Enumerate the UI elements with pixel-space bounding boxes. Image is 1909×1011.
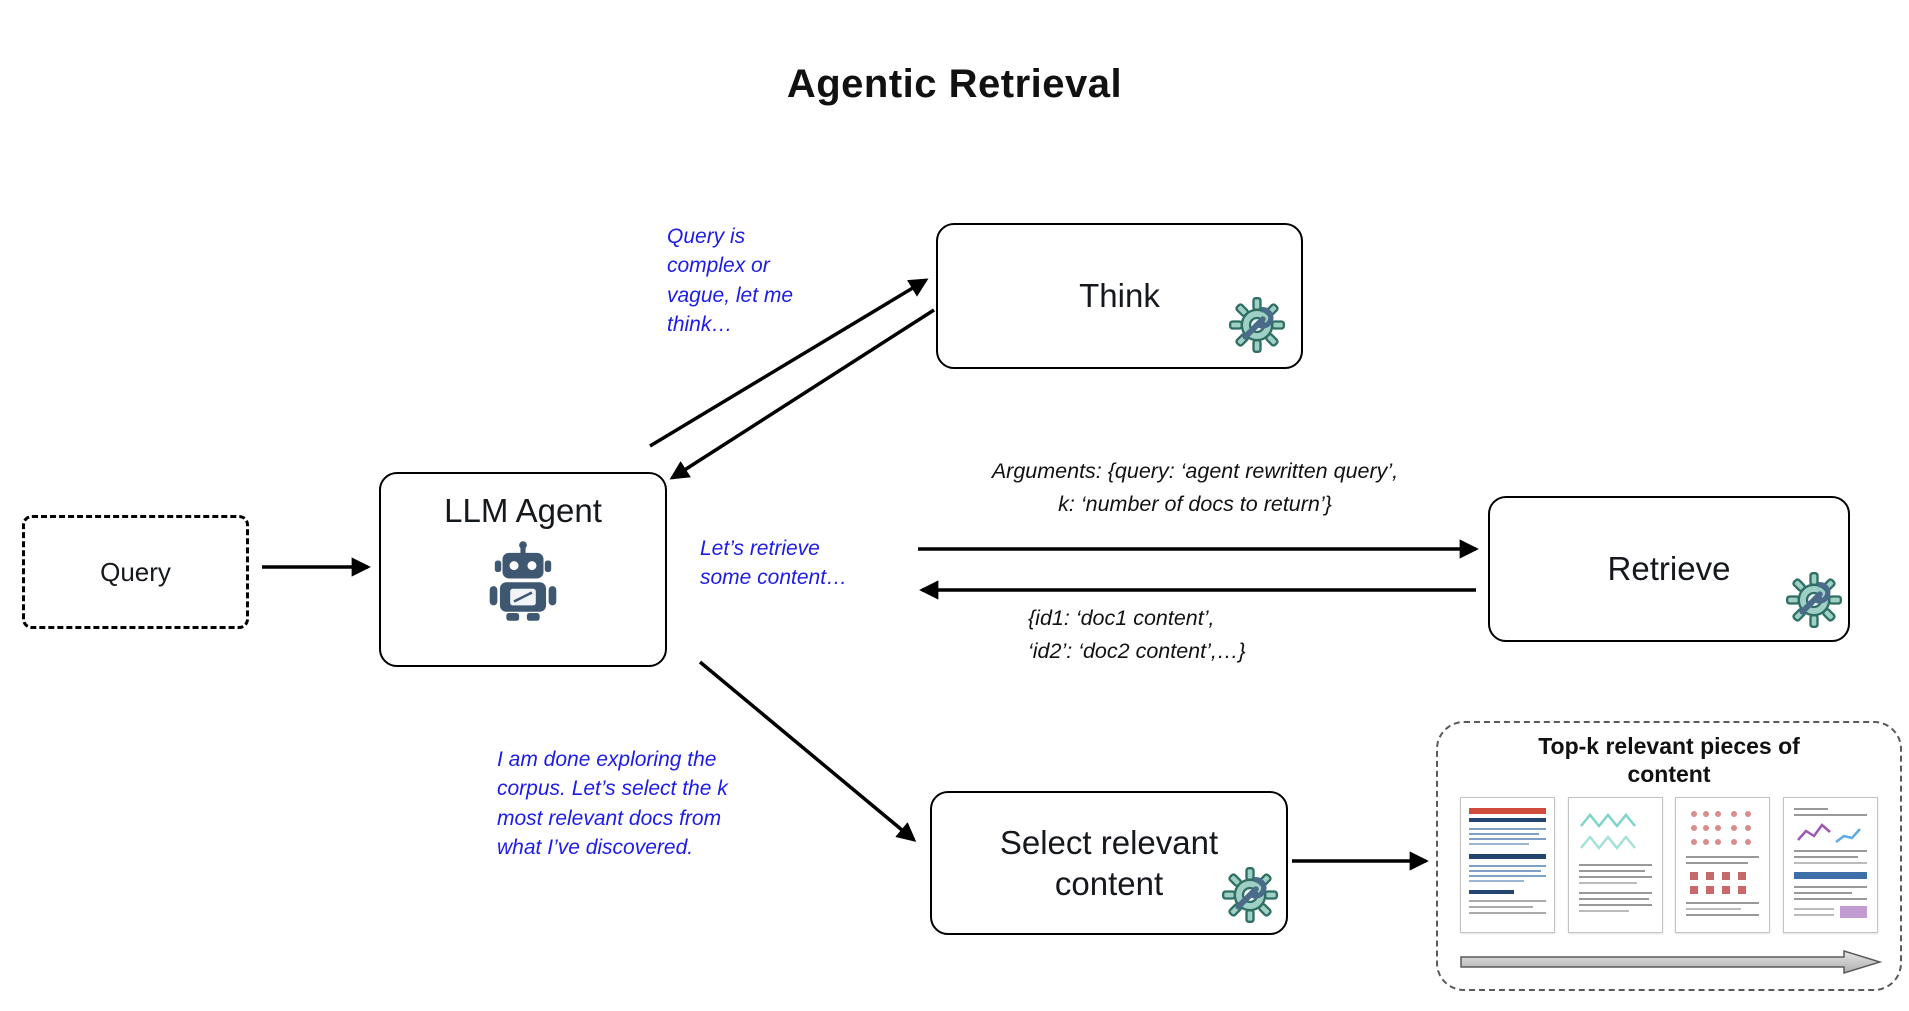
select-note: I am done exploring the corpus. Let’s se… — [497, 748, 728, 860]
document-thumbnails — [1460, 797, 1878, 933]
select-label: Select relevant content — [999, 823, 1219, 902]
node-retrieve: Retrieve — [1488, 496, 1850, 642]
retrieve-arguments-annotation: Arguments: {query: ‘agent rewritten quer… — [991, 459, 1399, 517]
document-thumbnail — [1460, 797, 1555, 933]
node-think: Think — [936, 223, 1303, 369]
topk-title: Top-k relevant pieces of content — [1538, 733, 1800, 787]
think-label: Think — [1079, 277, 1160, 315]
think-note: Query is complex or vague, let me think… — [667, 225, 794, 337]
node-llm-agent: LLM Agent — [379, 472, 667, 667]
retrieve-note: Let’s retrieve some content… — [700, 537, 848, 590]
topk-result-panel: Top-k relevant pieces of content — [1436, 721, 1902, 991]
diagram-title: Agentic Retrieval — [786, 62, 1123, 106]
robot-icon — [482, 535, 564, 627]
gear-wrench-icon — [1222, 867, 1278, 923]
document-thumbnail — [1567, 797, 1663, 933]
retrieve-result-annotation: {id1: ‘doc1 content’, ‘id2’: ‘doc2 conte… — [1028, 606, 1246, 664]
llm-agent-label: LLM Agent — [444, 492, 602, 529]
document-thumbnail — [1675, 797, 1771, 933]
gray-right-arrow — [1460, 949, 1882, 975]
gear-wrench-icon — [1229, 297, 1285, 353]
node-select-relevant-content: Select relevant content — [930, 791, 1288, 935]
document-thumbnail — [1782, 797, 1878, 933]
query-label: Query — [100, 556, 171, 587]
retrieve-label: Retrieve — [1607, 550, 1731, 588]
gear-wrench-icon — [1786, 572, 1842, 628]
node-query: Query — [22, 515, 249, 629]
